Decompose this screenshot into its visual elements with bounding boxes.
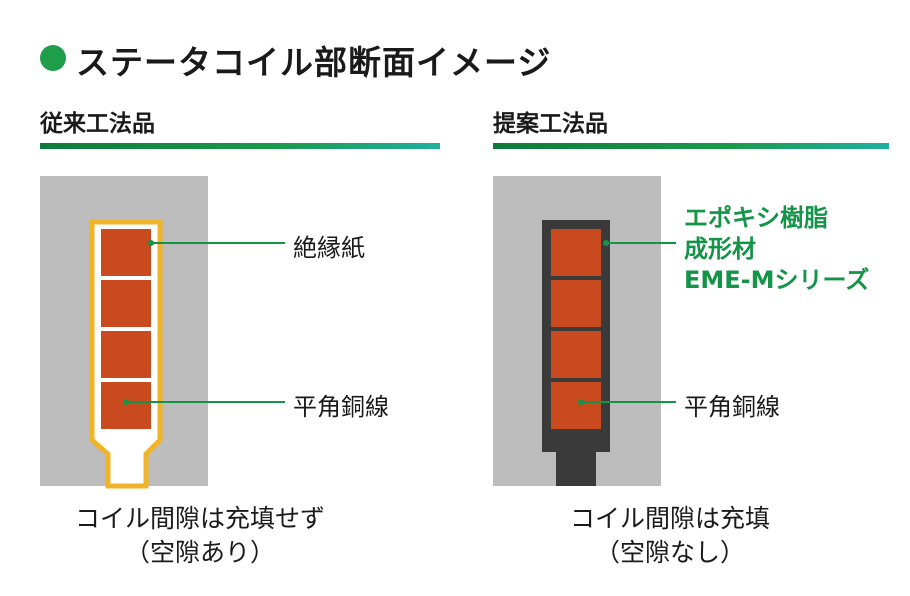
left-wire-4 — [101, 382, 151, 429]
left-caption-line2: （空隙あり） — [124, 538, 275, 567]
right-wire-1 — [551, 229, 601, 276]
right-wire-2 — [551, 280, 601, 327]
left-wire-1 — [101, 229, 151, 276]
right-wire-4 — [551, 382, 601, 429]
right-leader-wire-dot — [578, 399, 584, 405]
right-caption-line2: （空隙なし） — [594, 538, 745, 567]
left-leader-insulation-dot — [148, 240, 154, 246]
left-caption-line1: コイル間隙は充填せず — [74, 504, 325, 533]
right-section-rule — [493, 143, 889, 149]
left-copper-wires — [101, 229, 151, 429]
left-callout-wire: 平角銅線 — [293, 393, 389, 421]
left-section-label: 従来工法品 — [40, 111, 155, 137]
right-callout-resin-line1: エポキシ樹脂 — [684, 204, 828, 232]
left-callout-insulation: 絶縁紙 — [293, 234, 365, 262]
right-resin-neck — [556, 452, 596, 486]
right-caption-line1: コイル間隙は充填 — [569, 504, 770, 533]
title-bullet-icon — [40, 45, 66, 71]
left-wire-2 — [101, 280, 151, 327]
page-title: ステータコイル部断面イメージ — [76, 43, 552, 82]
left-wire-3 — [101, 331, 151, 378]
right-leader-resin-dot — [603, 240, 609, 246]
right-callout-resin-line3: EME-Mシリーズ — [684, 266, 870, 294]
right-callout-resin-line2: 成形材 — [684, 235, 756, 263]
right-wire-3 — [551, 331, 601, 378]
left-leader-wire-dot — [123, 399, 129, 405]
left-section-rule — [40, 143, 440, 149]
right-callout-wire: 平角銅線 — [684, 393, 780, 421]
right-section-label: 提案工法品 — [493, 111, 608, 137]
right-copper-wires — [551, 229, 601, 429]
